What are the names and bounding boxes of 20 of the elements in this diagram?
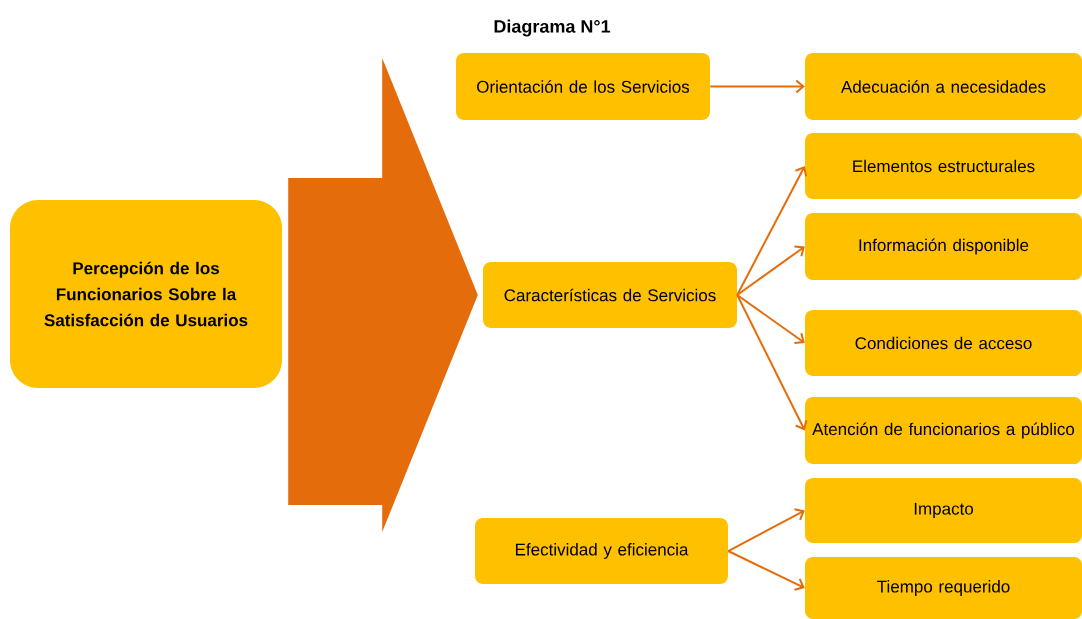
title: Diagrama N°1 <box>494 19 611 37</box>
process-box: Adecuación a necesidades <box>805 53 1082 120</box>
arrow <box>736 166 808 296</box>
process-box: Impacto <box>805 478 1082 543</box>
process-box: Efectividad y eficiencia <box>475 518 728 584</box>
arrow <box>736 245 805 296</box>
arrow <box>709 79 805 94</box>
block-arrow <box>288 58 478 532</box>
process-box: Orientación de los Servicios <box>456 53 710 120</box>
process-box: Elementos estructurales <box>805 133 1082 199</box>
arrow <box>727 550 805 591</box>
process-box: Percepción de los Funcionarios Sobre la Satisfacción de Usuarios <box>10 200 282 388</box>
arrow <box>736 294 805 344</box>
process-box: Tiempo requerido <box>805 557 1082 619</box>
process-box: Condiciones de acceso <box>805 310 1082 376</box>
arrow <box>736 294 808 431</box>
arrow <box>727 508 805 552</box>
process-box: Atención de funcionarios a público <box>805 397 1082 464</box>
process-box: Información disponible <box>805 213 1082 280</box>
process-box: Características de Servicios <box>483 262 737 328</box>
